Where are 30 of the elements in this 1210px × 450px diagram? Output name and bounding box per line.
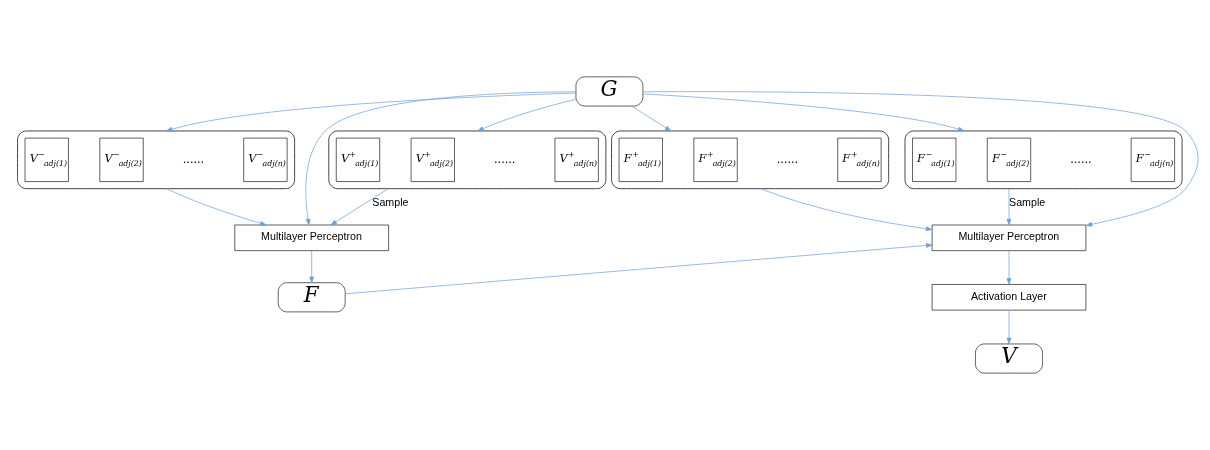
cluster bbox=[611, 130, 890, 190]
arrow bbox=[166, 92, 577, 132]
arrow bbox=[330, 188, 389, 226]
arrow bbox=[1006, 310, 1012, 345]
label: ...... bbox=[182, 150, 205, 166]
node-box: V bbox=[975, 343, 1043, 374]
node-box: G bbox=[575, 76, 644, 107]
arrow bbox=[305, 91, 577, 226]
label: ...... bbox=[494, 150, 516, 166]
arrow bbox=[309, 250, 315, 283]
node-box: Activation Layer bbox=[931, 284, 1087, 311]
arrow bbox=[760, 188, 933, 232]
arrow bbox=[344, 243, 933, 295]
arrow bbox=[631, 105, 672, 132]
label: ...... bbox=[776, 150, 799, 166]
arrow bbox=[477, 99, 577, 132]
arrow bbox=[642, 93, 965, 132]
label: ...... bbox=[1070, 150, 1092, 166]
node-box: Multilayer Perceptron bbox=[234, 224, 389, 251]
arrow bbox=[642, 91, 1199, 227]
node-box: Multilayer Perceptron bbox=[931, 224, 1087, 251]
arrow bbox=[1006, 188, 1012, 226]
cluster bbox=[328, 130, 607, 190]
edge-label: Sample bbox=[372, 195, 409, 208]
cluster bbox=[904, 130, 1183, 190]
node-box: F bbox=[277, 282, 346, 313]
cluster bbox=[17, 130, 296, 190]
arrow bbox=[1006, 250, 1012, 285]
arrow bbox=[166, 188, 267, 226]
edge-label: Sample bbox=[1009, 195, 1046, 208]
